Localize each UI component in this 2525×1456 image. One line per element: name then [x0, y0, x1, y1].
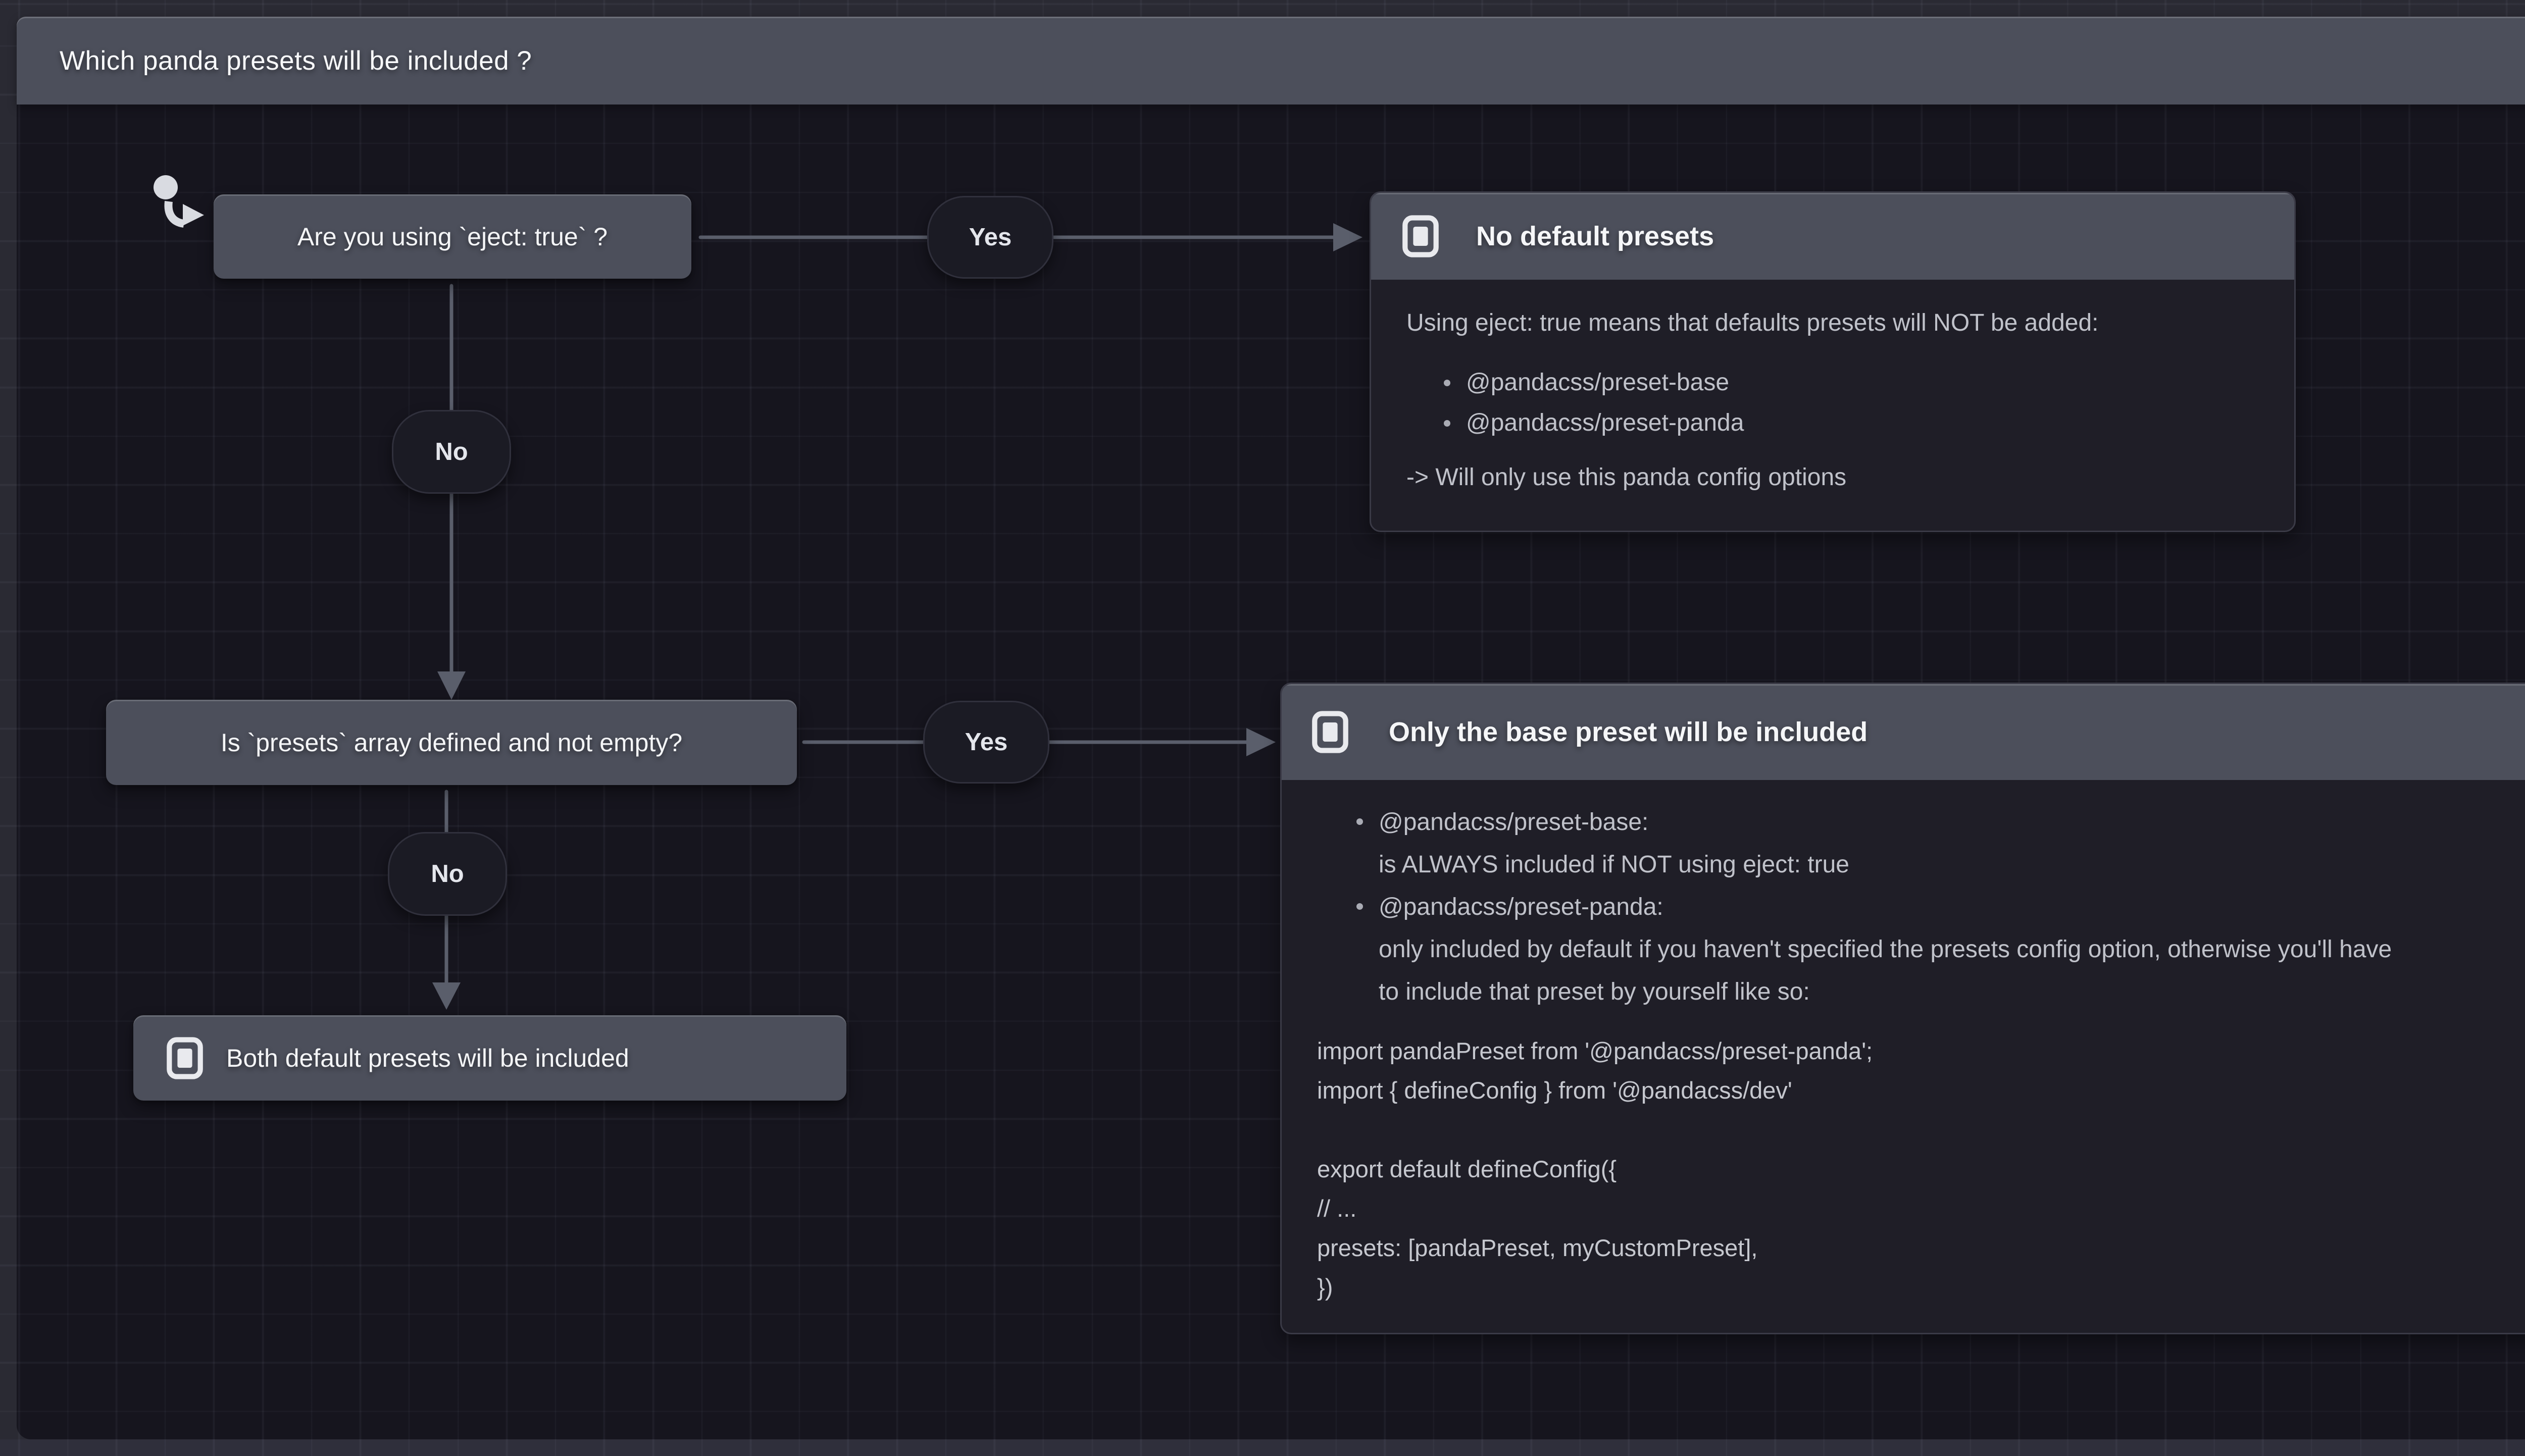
item-line: is ALWAYS included if NOT using eject: t…	[1379, 851, 1849, 878]
edge-label-text: No	[431, 860, 464, 888]
node-label: Is `presets` array defined and not empty…	[220, 728, 683, 757]
node-question-eject[interactable]: Are you using `eject: true` ?	[214, 194, 691, 279]
outro-text: -> Will only use this panda config optio…	[1406, 464, 1847, 491]
node-label: Both default presets will be included	[226, 1044, 629, 1072]
edge-label-no2[interactable]: No	[388, 832, 507, 916]
edge-label-text: Yes	[969, 224, 1012, 251]
panel-body: Using eject: true means that defaults pr…	[1371, 280, 2294, 498]
panel-body: @pandacss/preset-base: is ALWAYS include…	[1282, 780, 2525, 1307]
edge-label-yes1[interactable]: Yes	[927, 196, 1053, 279]
code-line: import { defineConfig } from '@pandacss/…	[1317, 1077, 1792, 1104]
code-line: import pandaPreset from '@pandacss/prese…	[1317, 1037, 1873, 1064]
panel-no-default-presets[interactable]: No default presets Using eject: true mea…	[1370, 191, 2296, 532]
edge-label-yes2[interactable]: Yes	[923, 701, 1049, 784]
preset-list: @pandacss/preset-base @pandacss/preset-p…	[1406, 362, 2259, 443]
panel-header: No default presets	[1371, 193, 2294, 280]
preset-detail-list: @pandacss/preset-base: is ALWAYS include…	[1317, 801, 2525, 1013]
edge-label-text: No	[435, 438, 468, 465]
item-head: @pandacss/preset-base:	[1379, 809, 1649, 836]
keycap-square-icon	[1402, 215, 1439, 257]
edge-label-text: Yes	[965, 729, 1008, 756]
item-line: only included by default if you haven't …	[1379, 936, 2392, 963]
code-line: })	[1317, 1274, 1333, 1301]
item-head: @pandacss/preset-panda:	[1379, 894, 1663, 920]
node-label: Are you using `eject: true` ?	[297, 222, 608, 251]
list-item: @pandacss/preset-panda	[1444, 403, 2259, 443]
keycap-square-icon	[167, 1036, 203, 1079]
code-snippet: import pandaPreset from '@pandacss/prese…	[1317, 1031, 2525, 1307]
code-line: presets: [pandaPreset, myCustomPreset],	[1317, 1234, 1758, 1261]
panel-title: Only the base preset will be included	[1389, 717, 1868, 747]
panel-header: Only the base preset will be included	[1282, 684, 2525, 780]
list-item: @pandacss/preset-base: is ALWAYS include…	[1356, 801, 2525, 886]
panel-base-preset-only[interactable]: Only the base preset will be included @p…	[1280, 683, 2525, 1334]
list-item: @pandacss/preset-panda: only included by…	[1356, 886, 2525, 1013]
item-line: to include that preset by yourself like …	[1379, 978, 1810, 1005]
code-line: export default defineConfig({	[1317, 1156, 1617, 1182]
title-bar: Which panda presets will be included ?	[17, 17, 2525, 105]
footer-strip	[0, 1439, 2525, 1456]
code-line: // ...	[1317, 1195, 1357, 1222]
edge-label-no1[interactable]: No	[392, 410, 511, 494]
keycap-square-icon	[1312, 711, 1348, 753]
intro-text: Using eject: true means that defaults pr…	[1406, 309, 2099, 336]
panel-title: No default presets	[1476, 221, 1714, 251]
page-title: Which panda presets will be included ?	[60, 45, 532, 76]
node-question-presets-array[interactable]: Is `presets` array defined and not empty…	[106, 700, 797, 785]
node-result-both-presets[interactable]: Both default presets will be included	[133, 1015, 846, 1101]
list-item: @pandacss/preset-base	[1444, 362, 2259, 403]
